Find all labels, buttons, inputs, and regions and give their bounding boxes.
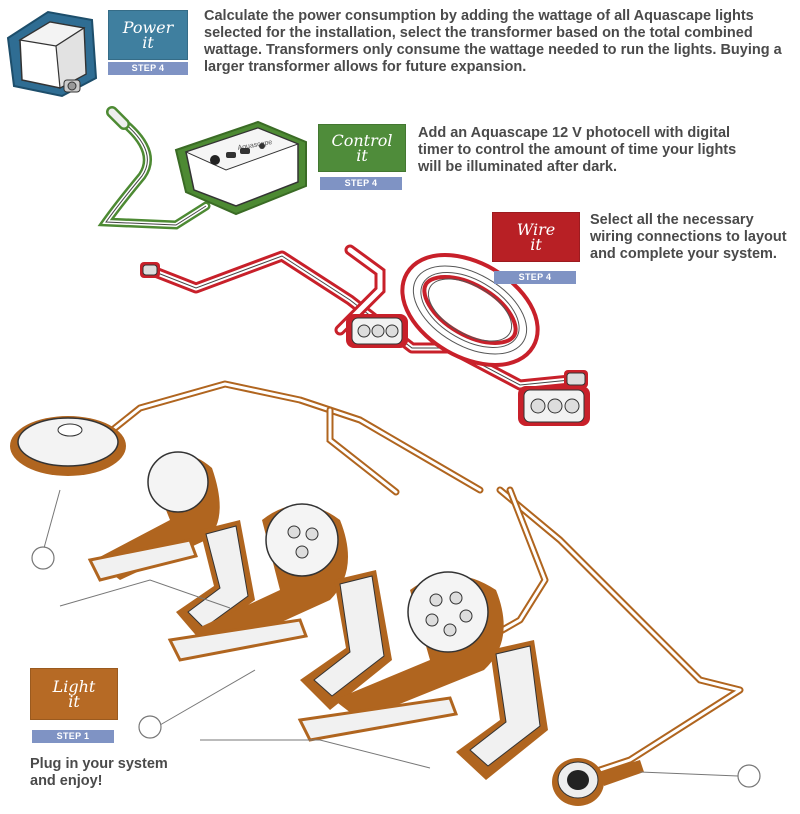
transformer-illustration (6, 10, 98, 98)
control-step-badge: STEP 4 (320, 177, 402, 190)
lighting-illustration (10, 380, 761, 806)
light-title-line2: it (68, 692, 80, 711)
wire-it-label: Wire it (492, 212, 580, 262)
photocell-timer-illustration: Aquascape (97, 106, 307, 230)
power-it-label: Power it (108, 10, 188, 60)
light-title-line1: Light (52, 677, 96, 696)
light-step-badge: STEP 1 (32, 730, 114, 743)
control-description: Add an Aquascape 12 V photocell with dig… (418, 125, 737, 175)
power-step-badge: STEP 4 (108, 62, 188, 75)
control-title-line2: it (356, 146, 368, 165)
wiring-illustration (140, 244, 590, 426)
power-title-line1: Power (122, 18, 174, 37)
wire-step-badge: STEP 4 (494, 271, 576, 284)
control-it-label: Control it (318, 124, 406, 172)
wire-title-line2: it (530, 235, 542, 254)
power-description: Calculate the power consumption by addin… (204, 8, 782, 75)
wire-title-line1: Wire (516, 220, 556, 239)
power-title-line2: it (142, 33, 154, 52)
wire-description: Select all the necessary wiring connecti… (590, 212, 787, 262)
control-title-line1: Control (331, 131, 393, 150)
light-description: Plug in your system and enjoy! (30, 756, 168, 789)
light-it-label: Light it (30, 668, 118, 720)
